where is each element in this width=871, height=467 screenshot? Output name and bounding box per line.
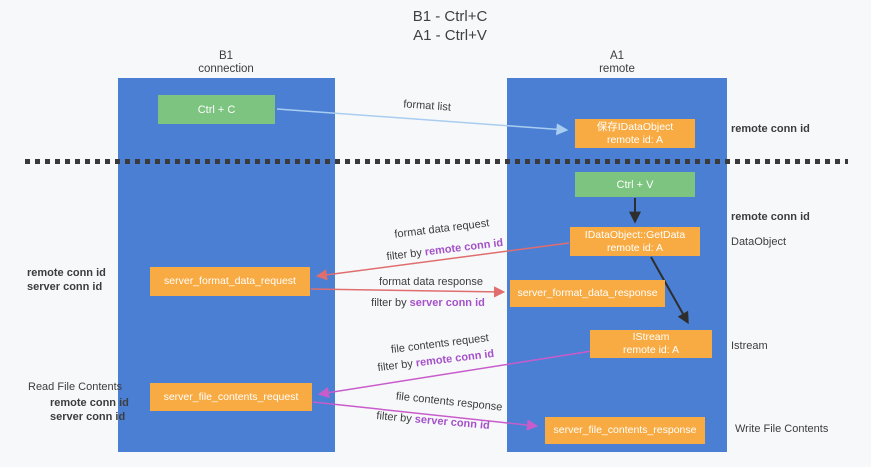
lane-header-a1: A1 remote: [517, 50, 717, 76]
right-label-remote-conn-id-2: remote conn id: [731, 211, 810, 223]
node-istream-text: IStream remote id: A: [623, 331, 679, 357]
node-save-idataobject-line2: remote id: A: [606, 133, 663, 146]
lane-a1-subtitle: remote: [599, 63, 635, 75]
edge-label-format-list: format list: [402, 98, 452, 114]
node-server-file-contents-response: server_file_contents_response: [545, 417, 705, 444]
server-conn-id-text: server conn id: [409, 297, 485, 309]
edge-label-format-data-response: format data response: [379, 276, 483, 288]
node-ctrl-v-label: Ctrl + V: [616, 178, 654, 191]
lane-header-b1: B1 connection: [126, 50, 326, 76]
node-server-file-contents-response-label: server_file_contents_response: [553, 424, 697, 436]
node-idataobject-getdata-text: IDataObject::GetData remote id: A: [585, 229, 685, 255]
node-server-format-data-response-label: server_format_data_response: [517, 287, 658, 299]
filter-by-text: filter by: [376, 357, 417, 375]
node-ctrl-c-label: Ctrl + C: [197, 103, 236, 116]
node-idataobject-getdata-line2: remote id: A: [606, 241, 663, 254]
filter-by-text: filter by: [385, 246, 426, 264]
right-label-write-file-contents: Write File Contents: [735, 423, 829, 435]
node-idataobject-getdata: IDataObject::GetData remote id: A: [570, 227, 700, 256]
left-label-server-conn-id-1: server conn id: [27, 281, 103, 293]
node-server-format-data-request: server_format_data_request: [150, 267, 310, 296]
title-line-2: A1 - Ctrl+V: [413, 27, 487, 44]
server-conn-id-text: server conn id: [414, 413, 491, 432]
right-label-dataobject: DataObject: [731, 236, 787, 248]
lane-b1-title: B1: [218, 50, 234, 62]
left-label-read-file-contents: Read File Contents: [28, 381, 123, 393]
node-idataobject-getdata-line1: IDataObject::GetData: [584, 228, 686, 241]
filter-by-text: filter by: [371, 297, 410, 309]
node-server-format-data-response: server_format_data_response: [510, 280, 665, 307]
left-label-remote-conn-id-1: remote conn id: [27, 267, 106, 279]
node-save-idataobject-line1: 保存IDataObject: [596, 120, 674, 133]
edge-label-filter-by-server-1: filter by server conn id: [328, 297, 528, 311]
node-istream: IStream remote id: A: [590, 330, 712, 358]
diagram-title: B1 - Ctrl+C A1 - Ctrl+V: [330, 7, 570, 45]
node-save-idataobject: 保存IDataObject remote id: A: [575, 119, 695, 148]
node-istream-line1: IStream: [632, 331, 670, 343]
node-server-format-data-request-label: server_format_data_request: [164, 275, 296, 287]
right-label-istream: Istream: [731, 340, 768, 352]
lane-a1-title: A1: [609, 50, 625, 62]
node-ctrl-c: Ctrl + C: [158, 95, 275, 124]
node-server-file-contents-request: server_file_contents_request: [150, 383, 312, 411]
left-label-remote-conn-id-2: remote conn id: [50, 397, 129, 409]
lane-b1-subtitle: connection: [198, 63, 254, 75]
right-label-remote-conn-id-1: remote conn id: [731, 123, 810, 135]
left-label-server-conn-id-2: server conn id: [50, 411, 126, 423]
node-ctrl-v: Ctrl + V: [575, 172, 695, 197]
phase-separator-dashed-line: [25, 159, 848, 164]
node-save-idataobject-text: 保存IDataObject remote id: A: [597, 121, 673, 147]
filter-by-text: filter by: [375, 410, 416, 426]
node-istream-line2: remote id: A: [622, 344, 680, 356]
node-server-file-contents-request-label: server_file_contents_request: [163, 390, 299, 403]
remote-conn-id-text: remote conn id: [424, 236, 504, 259]
title-line-1: B1 - Ctrl+C: [412, 8, 488, 25]
